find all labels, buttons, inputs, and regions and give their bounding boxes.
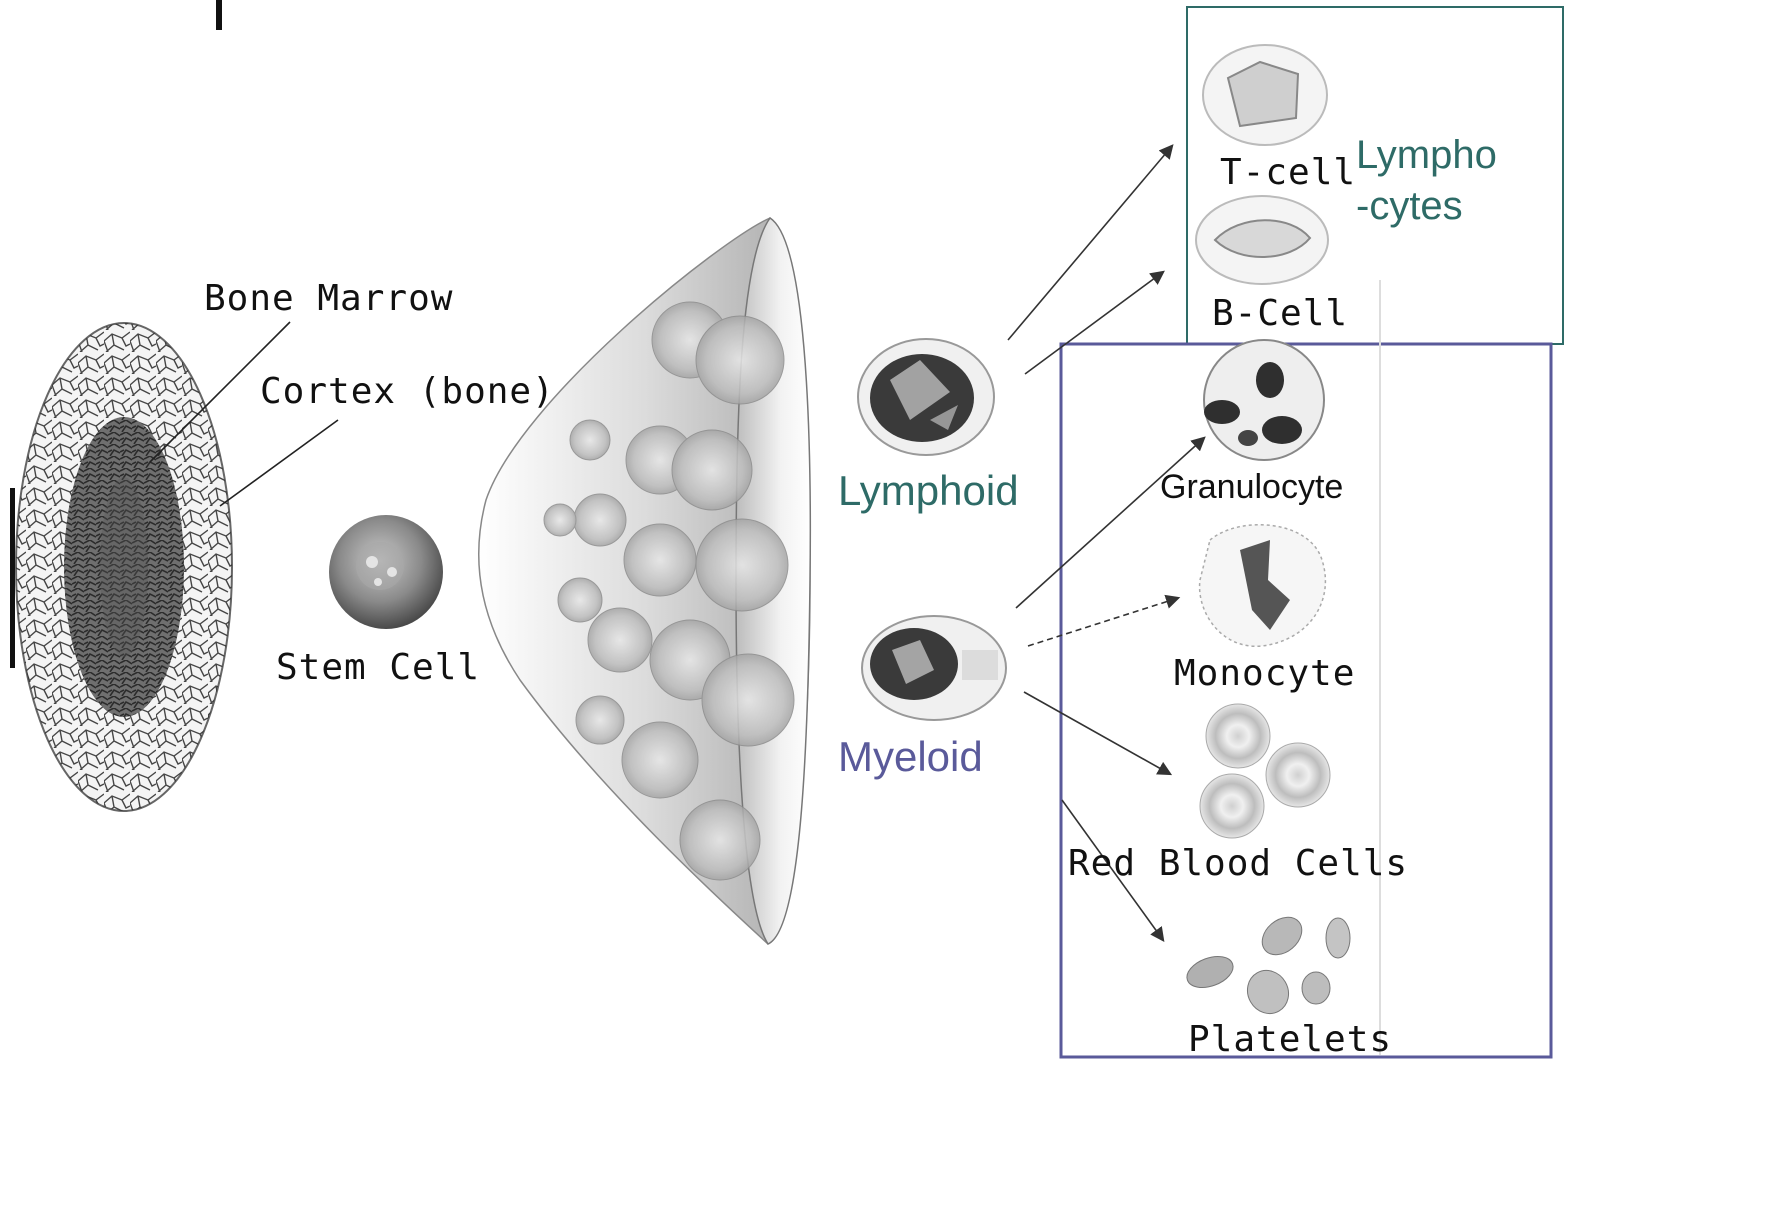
differentiation-cone bbox=[479, 218, 811, 944]
arrow-to-granulocyte bbox=[1016, 438, 1204, 608]
red-blood-cells-label: Red Blood Cells bbox=[1068, 846, 1408, 882]
red-blood-cells-image bbox=[1200, 704, 1330, 838]
lymphocytes-label-line2: -cytes bbox=[1356, 186, 1463, 226]
stem-cell-label: Stem Cell bbox=[276, 650, 480, 686]
myeloid-box bbox=[1061, 344, 1551, 1057]
stem-cell-image bbox=[329, 515, 443, 629]
edge-mark-top bbox=[216, 0, 222, 30]
platelets-image bbox=[1183, 910, 1350, 1021]
monocyte-label: Monocyte bbox=[1174, 656, 1355, 692]
arrow-to-monocyte bbox=[1028, 598, 1178, 646]
myeloid-progenitor-image bbox=[862, 616, 1006, 720]
b-cell-image bbox=[1196, 196, 1328, 284]
bone-cross-section bbox=[16, 323, 232, 811]
cortex-pointer bbox=[220, 420, 338, 506]
lymphoid-label: Lymphoid bbox=[838, 470, 1019, 512]
arrow-to-t-cell bbox=[1008, 146, 1172, 340]
t-cell-label: T-cell bbox=[1220, 155, 1356, 191]
t-cell-image bbox=[1203, 45, 1327, 145]
cortex-label: Cortex (bone) bbox=[260, 374, 555, 410]
granulocyte-label: Granulocyte bbox=[1160, 470, 1343, 504]
lymphocytes-label-line1: Lympho bbox=[1356, 135, 1497, 175]
lymphoid-progenitor-image bbox=[858, 339, 994, 455]
bone-marrow-label: Bone Marrow bbox=[204, 281, 453, 317]
arrow-to-red-blood-cells bbox=[1024, 692, 1170, 774]
platelets-label: Platelets bbox=[1188, 1022, 1392, 1058]
myeloid-label: Myeloid bbox=[838, 736, 983, 778]
monocyte-image bbox=[1200, 525, 1326, 647]
b-cell-label: B-Cell bbox=[1212, 296, 1348, 332]
edge-mark-left bbox=[10, 488, 15, 668]
arrow-to-b-cell bbox=[1025, 272, 1163, 374]
granulocyte-image bbox=[1204, 340, 1324, 460]
